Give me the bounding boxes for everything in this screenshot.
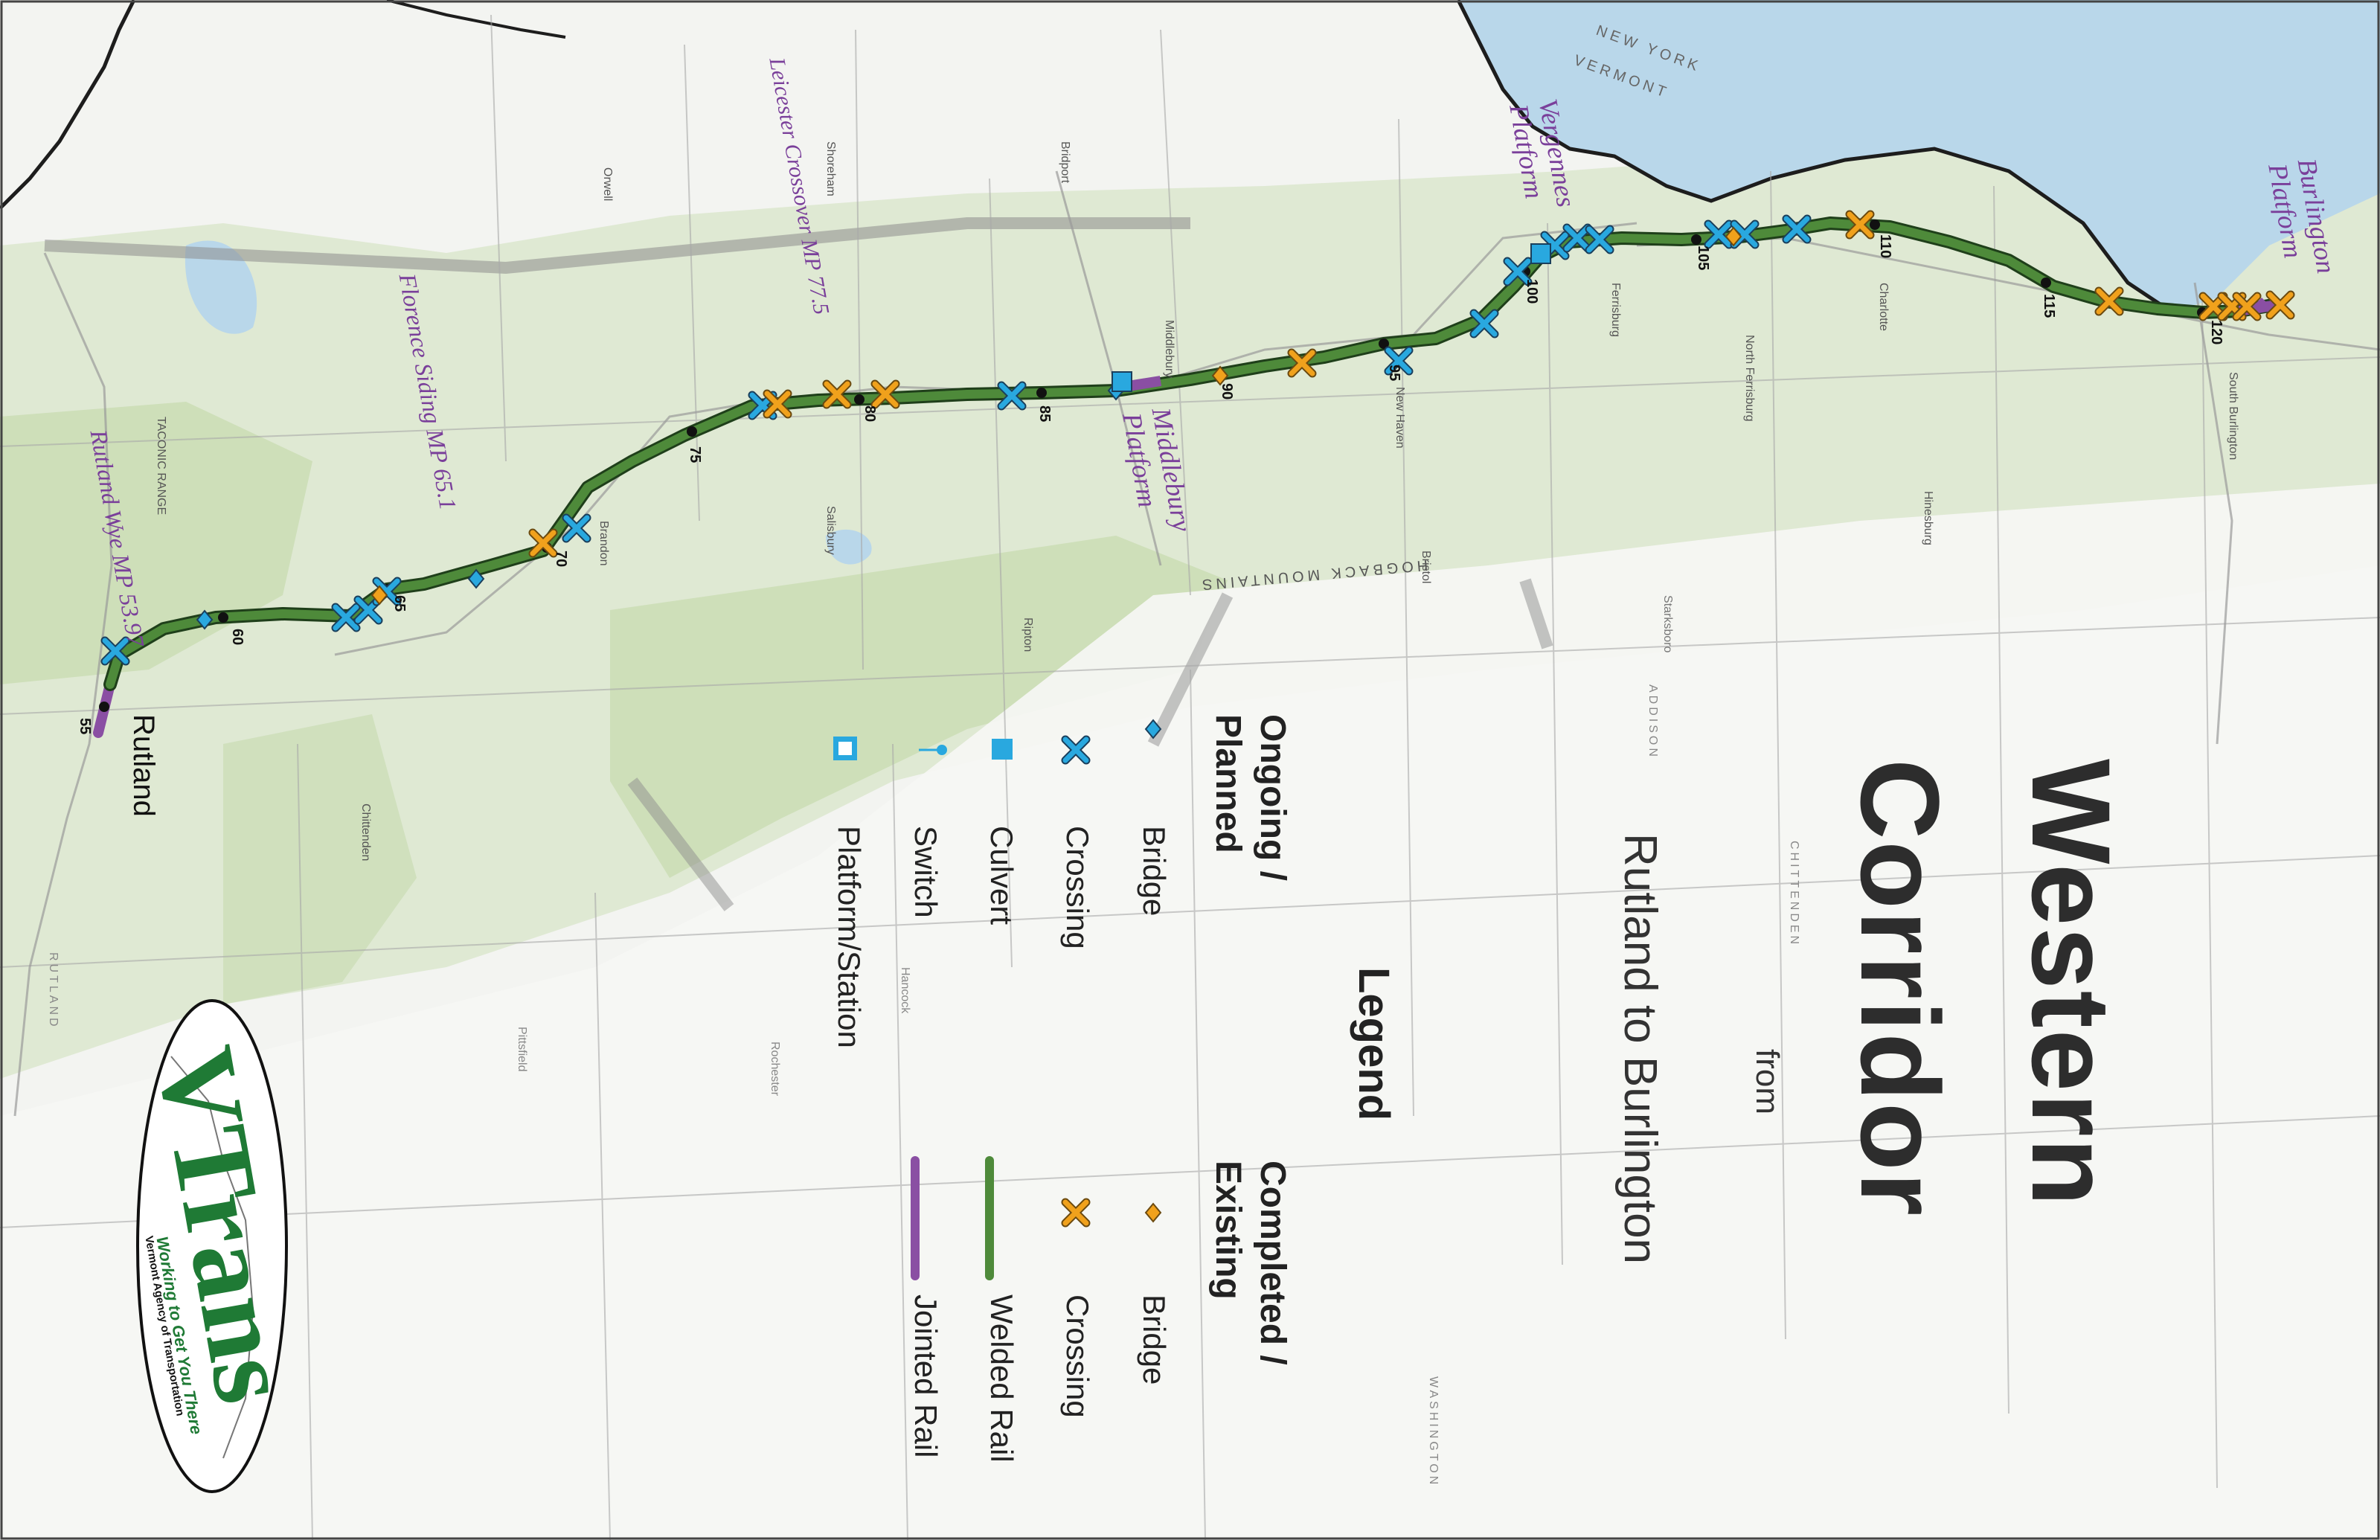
welded-rail-inner: [106, 219, 2277, 689]
map-label-south-burlington: South Burlington: [2227, 372, 2239, 461]
map-label-shoreham: Shoreham: [824, 141, 837, 196]
map-label-ferrisburg: Ferrisburg: [1609, 283, 1622, 337]
lake-west: [185, 240, 257, 334]
legend-ongoing-crossing: Crossing: [1060, 826, 1095, 949]
platform-markers: [1112, 243, 1551, 392]
map-label-ripton: Ripton: [1021, 617, 1034, 652]
map-label-rochester: Rochester: [769, 1042, 781, 1096]
terrain-forest-south: [223, 714, 417, 1004]
small-lake: [826, 529, 872, 565]
map-label-rutland-county: RUTLAND: [47, 952, 60, 1030]
map-label-charlotte: Charlotte: [1877, 283, 1890, 331]
milepost-115: 115: [2041, 294, 2057, 318]
map-label-north-ferrisburg: North Ferrisburg: [1743, 335, 1756, 422]
milepost-100: 100: [1524, 279, 1540, 304]
lake-shoreline: [1456, 0, 2174, 315]
map-label-new-haven: New Haven: [1393, 387, 1406, 449]
switch-markers: [2254, 298, 2269, 312]
title-route: Rutland to Burlington: [1614, 833, 1666, 1265]
map-label-chittenden: Chittenden: [359, 803, 372, 862]
milepost-110: 110: [1877, 234, 1893, 259]
map-label-pittsfield: Pittsfield: [516, 1027, 528, 1072]
legend-ongoing-platform: Platform/Station: [832, 826, 867, 1048]
legend-ongoing-culvert: Culvert: [984, 826, 1019, 925]
milepost-75: 75: [687, 446, 703, 463]
legend-ongoing-switch: Switch: [908, 826, 943, 918]
map-label-chittenden-county: CHITTENDEN: [1788, 841, 1800, 948]
milepost-65: 65: [391, 595, 408, 612]
milepost-85: 85: [1036, 405, 1053, 423]
map-label-bridport: Bridport: [1059, 141, 1071, 184]
map-label-brandon: Brandon: [597, 521, 610, 566]
legend-ongoing-header: Ongoing / Planned: [1208, 714, 1292, 881]
legend-completed-jointed: Jointed Rail: [908, 1294, 943, 1458]
map-label-washington-county: WASHINGTON: [1427, 1376, 1440, 1488]
milepost-105: 105: [1695, 246, 1711, 271]
map-label-orwell: Orwell: [601, 167, 614, 202]
label-rutland: Rutland: [127, 714, 160, 817]
county-boundary-1: [44, 217, 1190, 275]
map-label-addison: ADDISON: [1646, 684, 1659, 760]
vtrans-logo-mountain: [170, 1056, 254, 1459]
milepost-90: 90: [1219, 383, 1235, 400]
legend-heading: Legend: [1350, 967, 1398, 1121]
state-border-top: [386, 0, 566, 39]
milepost-60: 60: [229, 629, 246, 646]
milepost-55: 55: [77, 718, 93, 735]
legend-symbols: [833, 719, 1161, 1280]
map-label-hancock: Hancock: [899, 967, 911, 1014]
milepost-80: 80: [862, 405, 878, 423]
milepost-120: 120: [2208, 320, 2225, 345]
legend-completed-welded: Welded Rail: [984, 1294, 1019, 1463]
map-label-taconic: TACONIC RANGE: [155, 417, 167, 516]
map-label-middlebury: Middlebury: [1163, 320, 1175, 379]
legend-ongoing-bridge: Bridge: [1137, 826, 1172, 917]
vtrans-logo-frame: [136, 999, 288, 1493]
state-border: [0, 0, 136, 210]
terrain-forest: [610, 536, 1228, 878]
title-from: from: [1749, 1049, 1786, 1114]
map-label-hinesburg: Hinesburg: [1922, 491, 1934, 545]
legend-completed-crossing: Crossing: [1060, 1294, 1095, 1418]
legend-completed-header: Completed / Existing: [1208, 1161, 1292, 1365]
town-boundaries: [0, 14, 2380, 1540]
map-label-starksboro: Starksboro: [1661, 595, 1674, 653]
milepost-70: 70: [553, 551, 569, 568]
legend-completed-bridge: Bridge: [1137, 1294, 1172, 1385]
county-boundary-3: [1519, 578, 1553, 649]
milepost-95: 95: [1386, 365, 1402, 382]
title-line-2: Corridor: [1838, 759, 1963, 1217]
county-boundary-4: [627, 777, 734, 911]
lake-champlain: [1458, 0, 2380, 312]
map-label-salisbury: Salisbury: [824, 506, 837, 555]
title-line-1: Western: [2009, 759, 2134, 1208]
